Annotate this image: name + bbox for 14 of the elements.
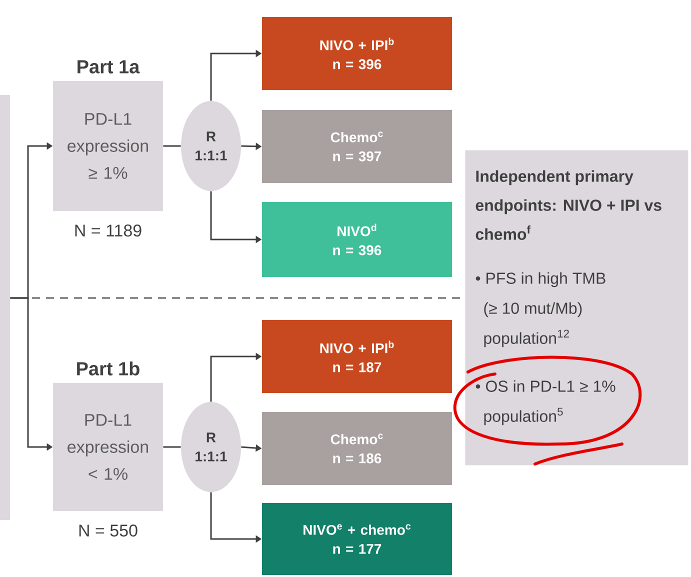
- treatment-box: NIVO$^{e}$ + chemo$^{c}$ n = 177: [262, 503, 452, 575]
- endpoints-panel: Independent primary endpoints: NIVO + IPI vs chemo$^{f}$ • PFS in high TMB (≥ 10 mut/Mb) population$^{12}$ • OS in PD-L1 ≥ 1% population$^{5}$: [465, 150, 688, 466]
- treatment-box: Chemo$^{c}$ n = 186: [262, 412, 452, 485]
- part-heading: Part 1a: [78, 60, 140, 74]
- sample-size: N = 550: [79, 524, 138, 537]
- treatment-box: NIVO + IPI$^{b}$ n = 187: [262, 320, 452, 393]
- group-box: PD-L1 expression < 1%: [53, 383, 163, 511]
- treatment-box: NIVO$^{d}$ n = 396: [262, 202, 452, 277]
- treatment-box: NIVO + IPI$^{b}$ n = 396: [262, 17, 452, 90]
- side-panel: [0, 95, 10, 520]
- part-heading: Part 1b: [77, 362, 140, 376]
- treatment-box: Chemo$^{c}$ n = 397: [262, 110, 452, 183]
- sample-size: N = 1189: [75, 224, 142, 237]
- group-box: PD-L1 expression ≥ 1%: [53, 81, 163, 211]
